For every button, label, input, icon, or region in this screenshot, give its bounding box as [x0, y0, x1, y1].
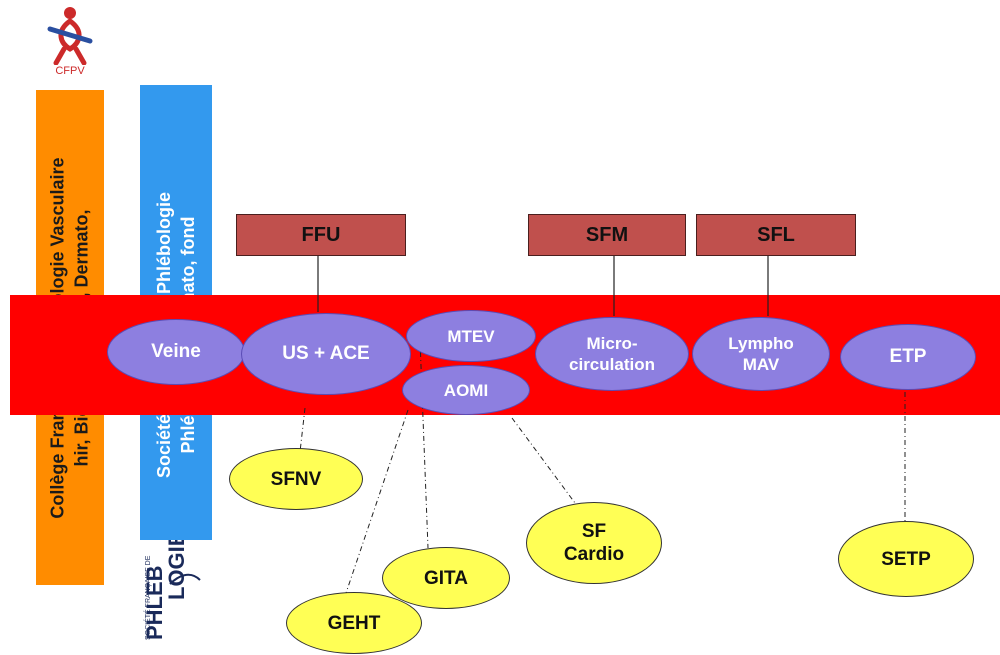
- cfpv-ribbon-icon: [47, 7, 93, 66]
- society-setp: SETP: [838, 521, 974, 597]
- topic-lympho-line1: Lympho: [728, 334, 794, 353]
- topic-veine: Veine: [107, 319, 245, 385]
- box-sfl: SFL: [696, 214, 856, 256]
- society-gita: GITA: [382, 547, 510, 609]
- topic-lympho-line2: MAV: [742, 355, 780, 374]
- topic-mtev-label: MTEV: [447, 326, 495, 346]
- topic-micro-line1: Micro-: [586, 334, 638, 353]
- topic-etp: ETP: [840, 324, 976, 390]
- society-geht: GEHT: [286, 592, 422, 654]
- cfpv-logo: CFPV: [40, 5, 100, 77]
- svg-text:PHLEB: PHLEB: [142, 565, 167, 640]
- topic-veine-label: Veine: [151, 341, 201, 362]
- sfp-logo: PHLEB SOCIÉTÉ FRANÇAISE DE LOGIE: [140, 532, 212, 650]
- society-geht-label: GEHT: [327, 612, 381, 634]
- society-setp-label: SETP: [881, 548, 931, 570]
- society-sf-cardio-line1: SF: [581, 521, 607, 542]
- society-gita-label: GITA: [424, 567, 468, 589]
- box-sfm-label: SFM: [585, 223, 629, 246]
- topic-microcirculation: Micro- circulation: [535, 317, 689, 391]
- topic-mtev: MTEV: [406, 310, 536, 362]
- box-ffu-label: FFU: [301, 223, 341, 246]
- logo-caption: CFPV: [55, 65, 85, 77]
- society-sf-cardio: SF Cardio: [526, 502, 662, 584]
- svg-text:SOCIÉTÉ FRANÇAISE DE: SOCIÉTÉ FRANÇAISE DE: [143, 555, 152, 640]
- topic-aomi: AOMI: [402, 365, 530, 415]
- topic-etp-label: ETP: [889, 346, 927, 367]
- topic-us-ace-label: US + ACE: [282, 343, 370, 364]
- topic-micro-line2: circulation: [569, 355, 655, 374]
- box-ffu: FFU: [236, 214, 406, 256]
- box-sfm: SFM: [528, 214, 686, 256]
- topic-lympho-mav: Lympho MAV: [692, 317, 830, 391]
- topic-aomi-label: AOMI: [443, 380, 489, 400]
- sfp-logo-graphic: PHLEB SOCIÉTÉ FRANÇAISE DE LOGIE: [140, 532, 212, 650]
- society-sfnv-label: SFNV: [270, 468, 322, 490]
- society-sfnv: SFNV: [229, 448, 363, 510]
- box-sfl-label: SFL: [757, 223, 795, 246]
- topic-us-ace: US + ACE: [241, 313, 411, 395]
- svg-text:LOGIE: LOGIE: [164, 540, 189, 600]
- society-sf-cardio-line2: Cardio: [563, 544, 625, 565]
